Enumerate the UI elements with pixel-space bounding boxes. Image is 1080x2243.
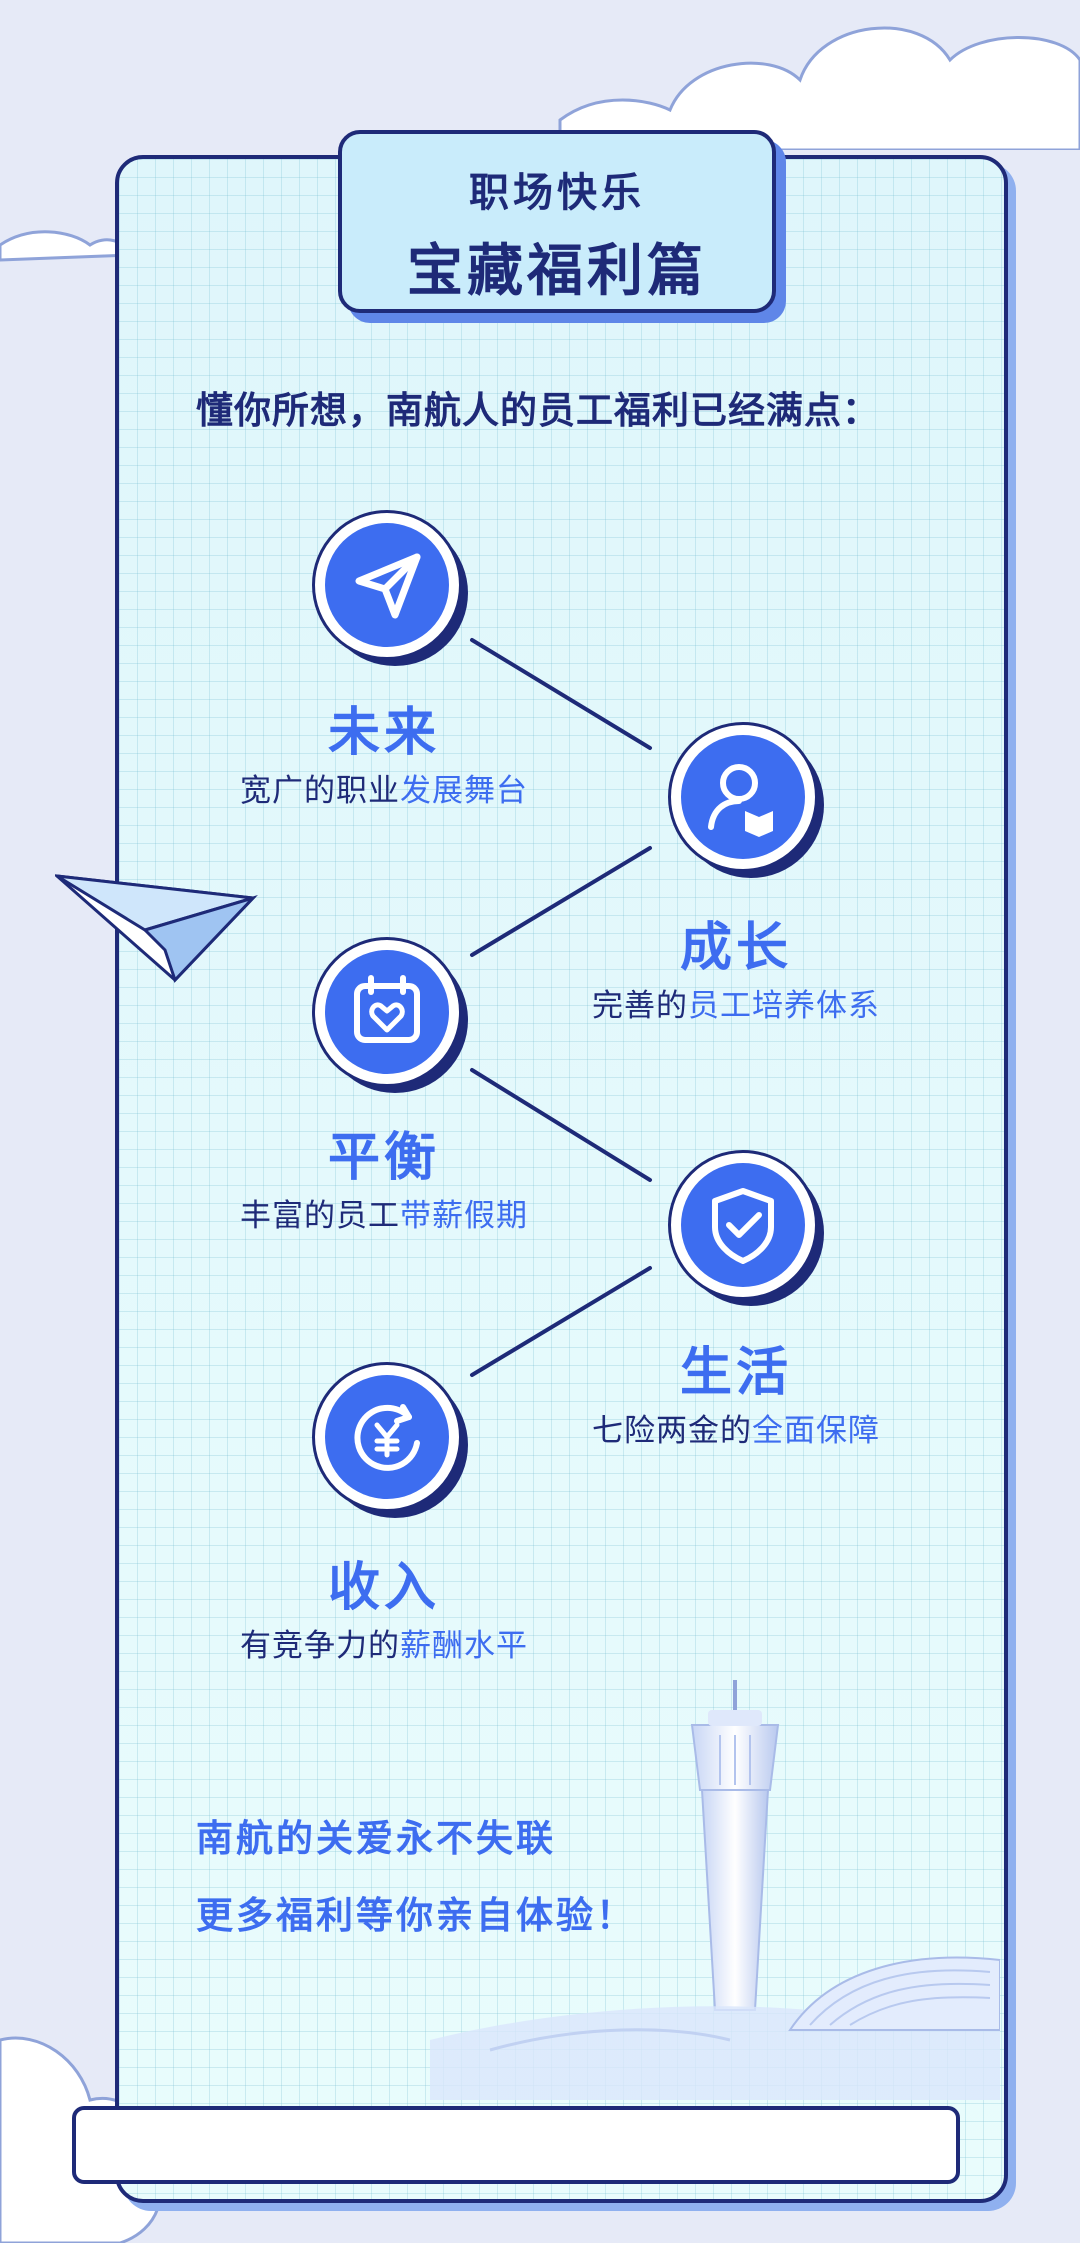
title-line-2: 宝藏福利篇 <box>407 239 707 304</box>
benefit-title-growth: 成长 <box>679 918 792 978</box>
benefit-subtitle-life: 七险两金的全面保障 <box>592 1413 880 1449</box>
bottom-scroll-roll <box>72 2106 960 2184</box>
title-banner: 职场快乐 宝藏福利篇 <box>338 130 776 313</box>
outro-line-1: 南航的关爱永不失联 <box>196 1817 556 1860</box>
paper-plane-decoration <box>55 874 258 983</box>
benefit-title-balance: 平衡 <box>327 1128 440 1188</box>
yen-cycle-icon <box>354 1404 420 1471</box>
growth-node <box>668 722 824 878</box>
content-panel <box>115 155 1008 2203</box>
person-book-icon <box>708 764 773 837</box>
future-node <box>312 510 468 666</box>
control-tower-illustration <box>430 1680 1000 2100</box>
benefit-title-future: 未来 <box>327 703 440 763</box>
shield-check-icon <box>712 1188 774 1264</box>
income-node <box>312 1362 468 1518</box>
paper-plane-icon <box>355 553 421 619</box>
benefit-title-income: 收入 <box>327 1558 440 1618</box>
balance-node <box>312 937 468 1093</box>
benefit-title-life: 生活 <box>679 1343 792 1403</box>
calendar-heart-icon <box>354 975 420 1043</box>
outro-line-2: 更多福利等你亲自体验！ <box>196 1894 636 1937</box>
intro-text: 懂你所想，南航人的员工福利已经满点： <box>196 389 880 432</box>
benefit-subtitle-balance: 丰富的员工带薪假期 <box>240 1198 528 1234</box>
life-node <box>668 1150 824 1306</box>
benefit-subtitle-income: 有竞争力的薪酬水平 <box>240 1628 528 1664</box>
title-line-1: 职场快乐 <box>469 170 645 216</box>
benefit-subtitle-future: 宽广的职业发展舞台 <box>240 773 528 809</box>
cloud-top-right-decoration <box>558 26 1080 150</box>
benefit-subtitle-growth: 完善的员工培养体系 <box>592 988 880 1024</box>
